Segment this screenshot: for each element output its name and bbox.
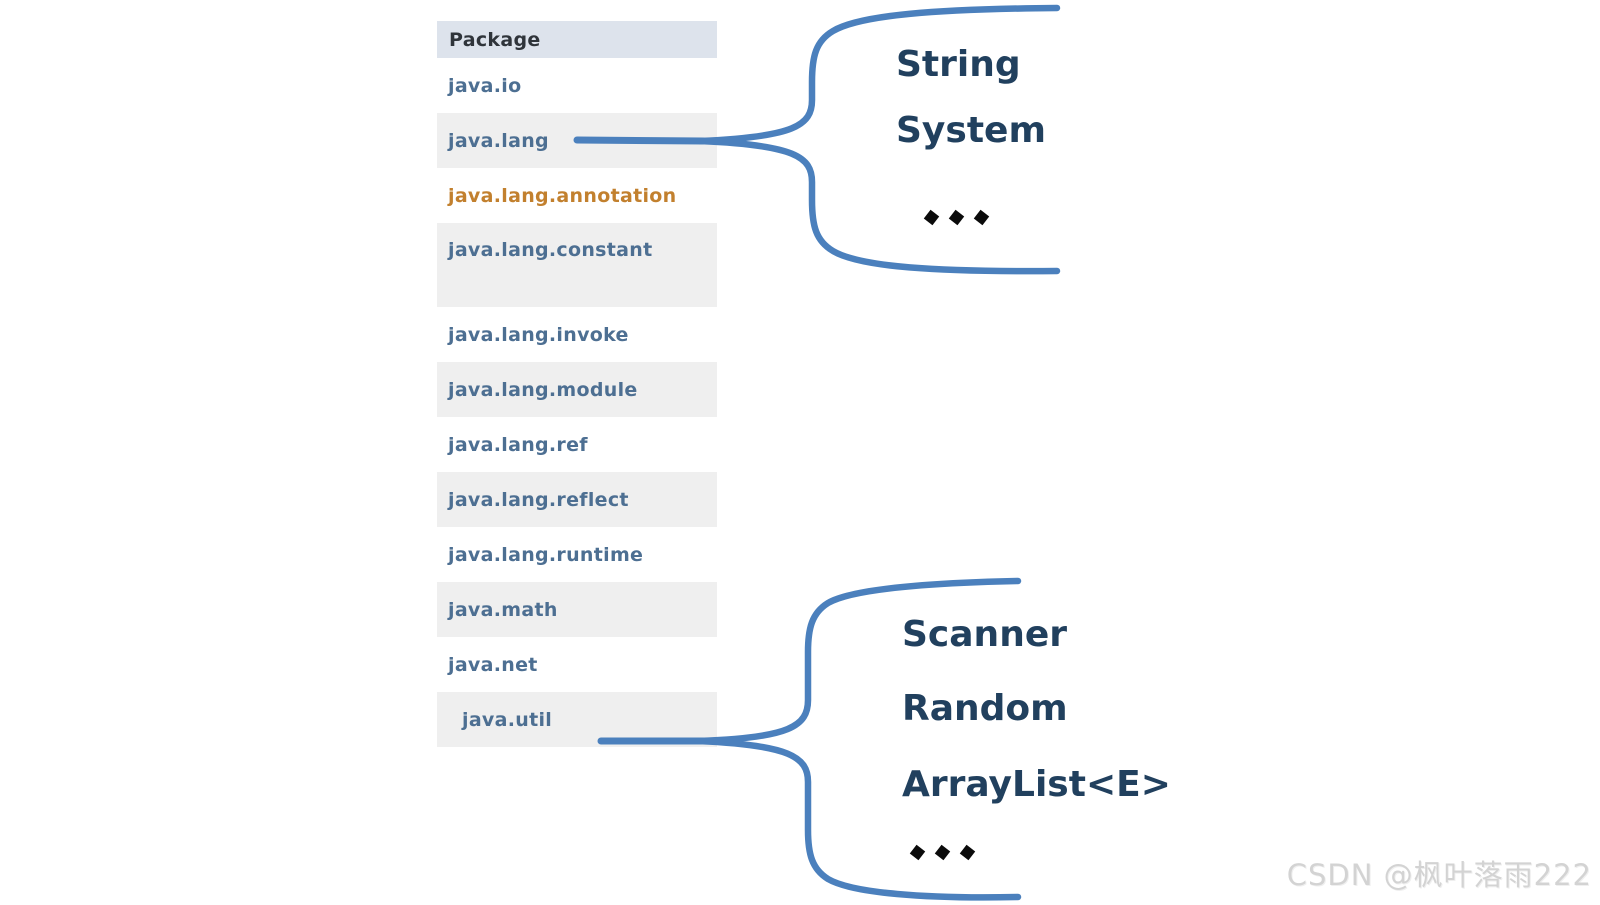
- package-header-label: Package: [449, 28, 541, 51]
- package-row-java-lang-reflect[interactable]: java.lang.reflect: [437, 472, 717, 527]
- package-link: java.lang.annotation: [448, 184, 677, 207]
- csdn-watermark: CSDN @枫叶落雨222: [1286, 858, 1592, 892]
- curly-brace-java-lang: [696, 137, 1061, 275]
- package-row-java-lang-runtime[interactable]: java.lang.runtime: [437, 527, 717, 582]
- package-row-java-net[interactable]: java.net: [437, 637, 717, 692]
- class-name-arraylist: ArrayList<E>: [902, 764, 1171, 805]
- package-link: java.io: [448, 74, 522, 97]
- package-row-java-lang-invoke[interactable]: java.lang.invoke: [437, 307, 717, 362]
- package-row-java-math[interactable]: java.math: [437, 582, 717, 637]
- package-link: java.lang.constant: [448, 239, 653, 261]
- class-name-scanner: Scanner: [902, 614, 1067, 655]
- package-row-java-lang-constant[interactable]: java.lang.constant: [437, 223, 717, 307]
- ellipsis-icon: [923, 209, 990, 226]
- package-row-java-lang-module[interactable]: java.lang.module: [437, 362, 717, 417]
- class-name-string: String: [896, 44, 1021, 85]
- package-link: java.lang.reflect: [448, 488, 629, 511]
- package-row-java-lang-ref[interactable]: java.lang.ref: [437, 417, 717, 472]
- package-link: java.lang.runtime: [448, 543, 644, 566]
- package-link: java.util: [462, 708, 553, 731]
- package-row-java-io[interactable]: java.io: [437, 58, 717, 113]
- package-link: java.lang.invoke: [448, 323, 629, 346]
- package-link: java.lang.ref: [448, 433, 588, 456]
- package-link: java.net: [448, 653, 538, 676]
- package-row-java-lang-annotation[interactable]: java.lang.annotation: [437, 168, 717, 223]
- package-table-header: Package: [437, 21, 717, 58]
- package-link: java.math: [448, 598, 558, 621]
- package-link: java.lang.module: [448, 378, 638, 401]
- class-name-random: Random: [902, 688, 1068, 729]
- package-link: java.lang: [448, 129, 549, 152]
- package-row-java-lang[interactable]: java.lang: [437, 113, 717, 168]
- ellipsis-icon: [909, 844, 976, 861]
- package-table: Package java.io java.lang java.lang.anno…: [437, 21, 717, 747]
- package-row-java-util[interactable]: java.util: [437, 692, 717, 747]
- class-name-system: System: [896, 110, 1046, 151]
